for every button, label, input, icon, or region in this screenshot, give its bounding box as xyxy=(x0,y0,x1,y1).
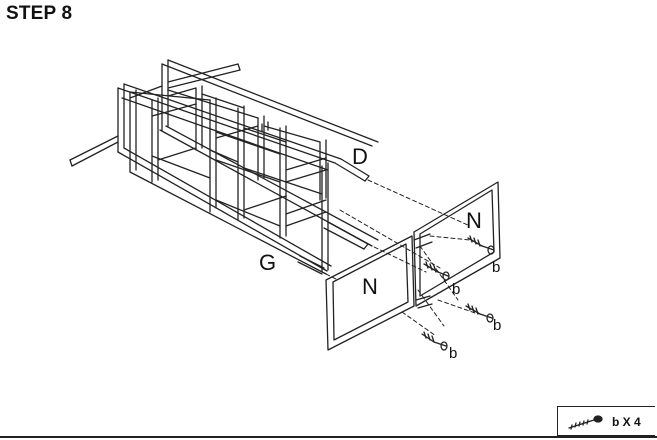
hardware-quantity: b X 4 xyxy=(612,415,641,429)
bottom-border xyxy=(0,436,657,438)
label-screw-b-2: b xyxy=(452,281,460,298)
frame-shelf-bars xyxy=(129,85,327,227)
label-panel-n-back: N xyxy=(466,208,482,233)
label-screw-b-4: b xyxy=(449,345,457,362)
screw-icon xyxy=(423,261,450,281)
label-screw-b-3: b xyxy=(493,317,501,334)
label-part-d: D xyxy=(352,144,368,169)
screw-icon xyxy=(467,235,495,255)
screw-icon xyxy=(568,415,603,430)
label-screw-b-1: b xyxy=(492,259,500,276)
frame-top-rails xyxy=(117,59,379,171)
frame-tube-stubs xyxy=(69,63,370,275)
screw-icon xyxy=(421,331,448,351)
frame-bottom-rails xyxy=(117,125,379,275)
alignment-guides xyxy=(325,179,479,337)
label-panel-n-front: N xyxy=(362,274,378,299)
frame-posts xyxy=(117,59,329,273)
hardware-box: b X 4 xyxy=(557,406,655,436)
step-title: STEP 8 xyxy=(6,3,73,24)
label-part-g: G xyxy=(259,250,276,275)
screw-icon xyxy=(465,303,494,323)
side-panel-front xyxy=(325,235,415,351)
